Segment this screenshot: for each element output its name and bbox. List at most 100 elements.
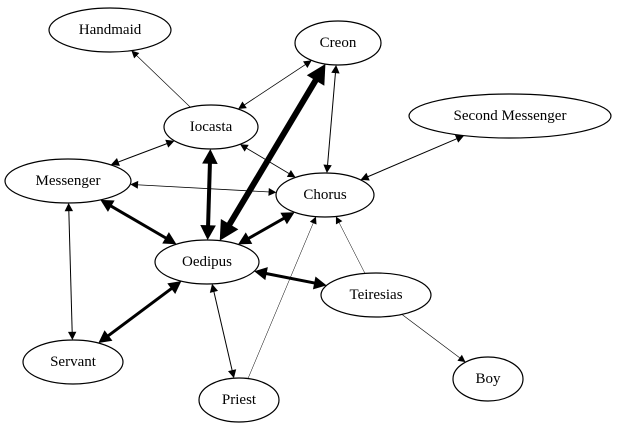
arrowhead-icon <box>209 283 219 293</box>
edge-oedipus-servant <box>98 281 182 344</box>
node-ellipse <box>163 104 259 150</box>
edge-line <box>263 271 317 285</box>
arrowhead-icon <box>335 216 343 225</box>
edges-layer <box>64 50 466 379</box>
node-messenger: Messenger <box>4 158 132 204</box>
edge-line <box>213 290 233 372</box>
node-handmaid: Handmaid <box>48 7 172 53</box>
node-label: Messenger <box>36 173 101 189</box>
arrowhead-icon <box>219 218 239 241</box>
node-second-messenger: Second Messenger <box>408 93 612 139</box>
edge-second_messenger-chorus <box>360 134 465 181</box>
edge-line <box>326 71 337 167</box>
arrowhead-icon <box>98 330 113 344</box>
node-label: Iocasta <box>190 119 233 135</box>
arrowhead-icon <box>306 64 326 86</box>
arrowhead-icon <box>254 267 268 281</box>
edge-line <box>338 221 366 274</box>
arrowhead-icon <box>280 212 295 225</box>
arrowhead-icon <box>454 134 465 143</box>
node-ellipse <box>22 339 124 385</box>
arrowhead-icon <box>131 50 140 59</box>
edge-line <box>246 215 287 241</box>
edge-line <box>243 63 307 106</box>
node-chorus: Chorus <box>275 172 375 218</box>
arrowhead-icon <box>64 202 74 212</box>
node-oedipus: Oedipus <box>154 239 260 285</box>
node-creon: Creon <box>294 20 382 66</box>
node-label: Servant <box>50 354 97 370</box>
edge-iocasta-handmaid <box>131 50 191 108</box>
arrowhead-icon <box>309 216 317 225</box>
node-label: Priest <box>222 392 257 408</box>
node-servant: Servant <box>22 339 124 385</box>
edge-teiresias-chorus <box>335 216 366 274</box>
edge-line <box>366 137 459 178</box>
edge-iocasta-oedipus <box>200 148 218 241</box>
arrowhead-icon <box>238 101 247 110</box>
arrowhead-icon <box>323 164 332 174</box>
arrowhead-icon <box>162 232 177 245</box>
arrowhead-icon <box>238 232 253 245</box>
arrowhead-icon <box>268 187 277 196</box>
node-label: Oedipus <box>182 254 232 270</box>
arrowhead-icon <box>457 354 466 363</box>
arrowhead-icon <box>331 64 340 74</box>
edge-oedipus-priest <box>209 283 237 379</box>
edge-line <box>108 203 169 241</box>
edge-line <box>247 221 314 379</box>
arrowhead-icon <box>303 60 312 68</box>
arrowhead-icon <box>286 170 296 178</box>
node-ellipse <box>154 239 260 285</box>
edge-chorus-oedipus <box>238 212 295 245</box>
edge-line <box>225 75 321 230</box>
edge-priest-chorus <box>247 216 317 379</box>
arrowhead-icon <box>227 369 237 379</box>
edge-iocasta-creon <box>238 60 312 110</box>
edge-line <box>105 285 175 339</box>
arrowhead-icon <box>165 139 175 148</box>
node-ellipse <box>408 93 612 139</box>
node-iocasta: Iocasta <box>163 104 259 150</box>
node-ellipse <box>4 158 132 204</box>
node-label: Teiresias <box>349 287 402 303</box>
node-label: Chorus <box>303 187 347 203</box>
edge-messenger-chorus <box>130 180 277 196</box>
arrowhead-icon <box>100 199 115 212</box>
arrowhead-icon <box>67 331 77 341</box>
arrowhead-icon <box>360 172 370 181</box>
arrowhead-icon <box>202 148 218 165</box>
edge-line <box>116 142 169 163</box>
node-label: Creon <box>320 35 357 51</box>
edge-line <box>206 160 212 229</box>
node-ellipse <box>198 377 280 423</box>
edge-creon-oedipus <box>219 64 326 241</box>
arrowhead-icon <box>312 276 327 290</box>
node-label: Handmaid <box>79 22 142 38</box>
node-ellipse <box>48 7 172 53</box>
edge-line <box>401 314 462 359</box>
edge-oedipus-teiresias <box>254 267 327 290</box>
arrowhead-icon <box>110 158 120 166</box>
node-teiresias: Teiresias <box>320 272 432 318</box>
node-boy: Boy <box>452 356 524 402</box>
node-ellipse <box>452 356 524 402</box>
edge-line <box>136 184 271 193</box>
node-ellipse <box>275 172 375 218</box>
edge-iocasta-messenger <box>110 139 175 166</box>
edge-teiresias-boy <box>401 314 466 363</box>
node-priest: Priest <box>198 377 280 423</box>
arrowhead-icon <box>167 281 182 294</box>
arrowhead-icon <box>240 144 249 152</box>
edge-messenger-servant <box>64 202 77 341</box>
arrowhead-icon <box>130 180 139 189</box>
node-ellipse <box>320 272 432 318</box>
node-label: Second Messenger <box>454 108 567 124</box>
node-ellipse <box>294 20 382 66</box>
arrowhead-icon <box>200 224 216 241</box>
node-label: Boy <box>475 371 501 387</box>
edge-line <box>135 54 191 108</box>
edge-creon-chorus <box>323 64 340 174</box>
